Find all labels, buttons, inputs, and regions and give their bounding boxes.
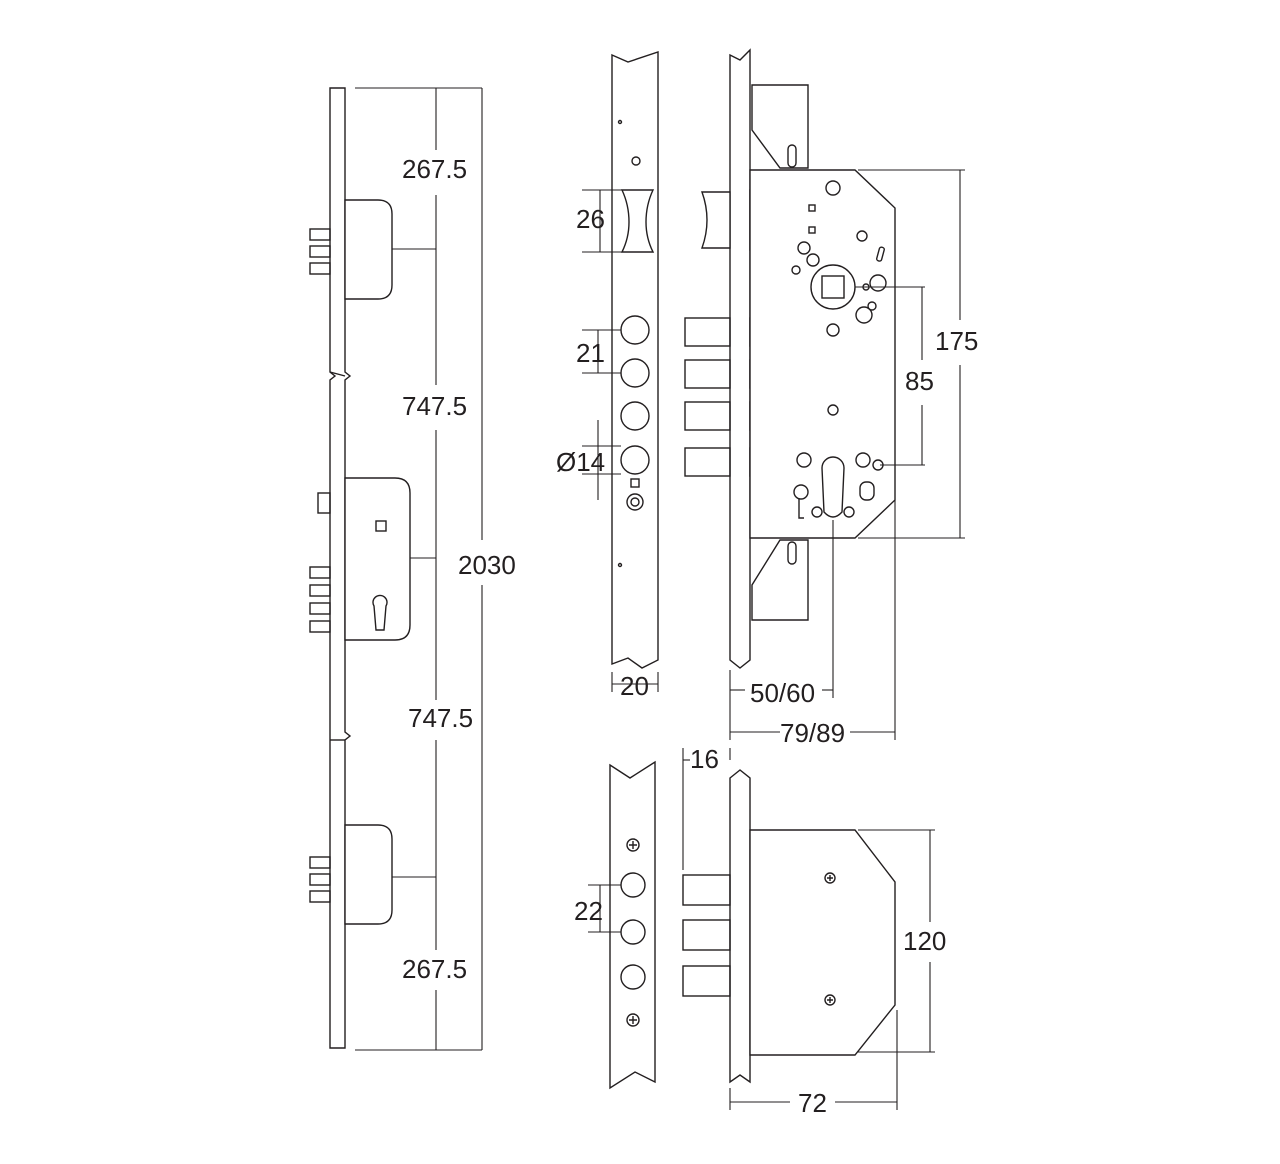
aux-case-side-view: 16 120 72 <box>682 744 946 1118</box>
bottom-lock-body <box>344 824 393 925</box>
dim-case-height: 175 <box>935 326 978 356</box>
dim-upper-middle: 747.5 <box>402 391 467 421</box>
dim-handle-to-cylinder: 85 <box>905 366 934 396</box>
main-case-side-view: 175 85 50/60 79/89 <box>684 48 978 748</box>
dim-bottom-section: 267.5 <box>402 954 467 984</box>
case-faceplate <box>729 48 751 669</box>
dim-total-height: 2030 <box>458 550 516 580</box>
dim-lower-middle: 747.5 <box>408 703 473 733</box>
spindle-hole <box>375 520 387 532</box>
dim-roller-height: 26 <box>576 204 605 234</box>
dim-bolt-diameter: Ø14 <box>556 447 605 477</box>
cylinder-cutout <box>821 456 845 518</box>
keyhole <box>372 594 388 631</box>
dim-bolt-pitch: 21 <box>576 338 605 368</box>
dim-case-depth: 79/89 <box>780 718 845 748</box>
dim-aux-bolt-pitch: 22 <box>574 896 603 926</box>
faceplate-outline <box>329 87 352 1049</box>
dim-faceplate-width: 20 <box>620 671 649 701</box>
dim-aux-case-height: 120 <box>903 926 946 956</box>
aux-lock-case <box>749 829 896 1056</box>
main-lock-body <box>344 477 411 641</box>
dim-aux-case-depth: 72 <box>798 1088 827 1118</box>
dim-top-section: 267.5 <box>402 154 467 184</box>
dim-backset: 50/60 <box>750 678 815 708</box>
full-lock-view: 267.5 747.5 2030 747.5 267.5 <box>309 87 516 1051</box>
aux-faceplate-front-view: 22 <box>574 760 656 1090</box>
faceplate-front <box>611 51 659 669</box>
faceplate-front-view: 26 21 Ø14 20 <box>556 51 659 701</box>
dim-faceplate-thickness: 16 <box>690 744 719 774</box>
aux-case-faceplate <box>729 769 751 1084</box>
roller-latch <box>620 189 655 253</box>
top-lock-body <box>344 199 393 300</box>
aux-faceplate <box>609 760 656 1090</box>
